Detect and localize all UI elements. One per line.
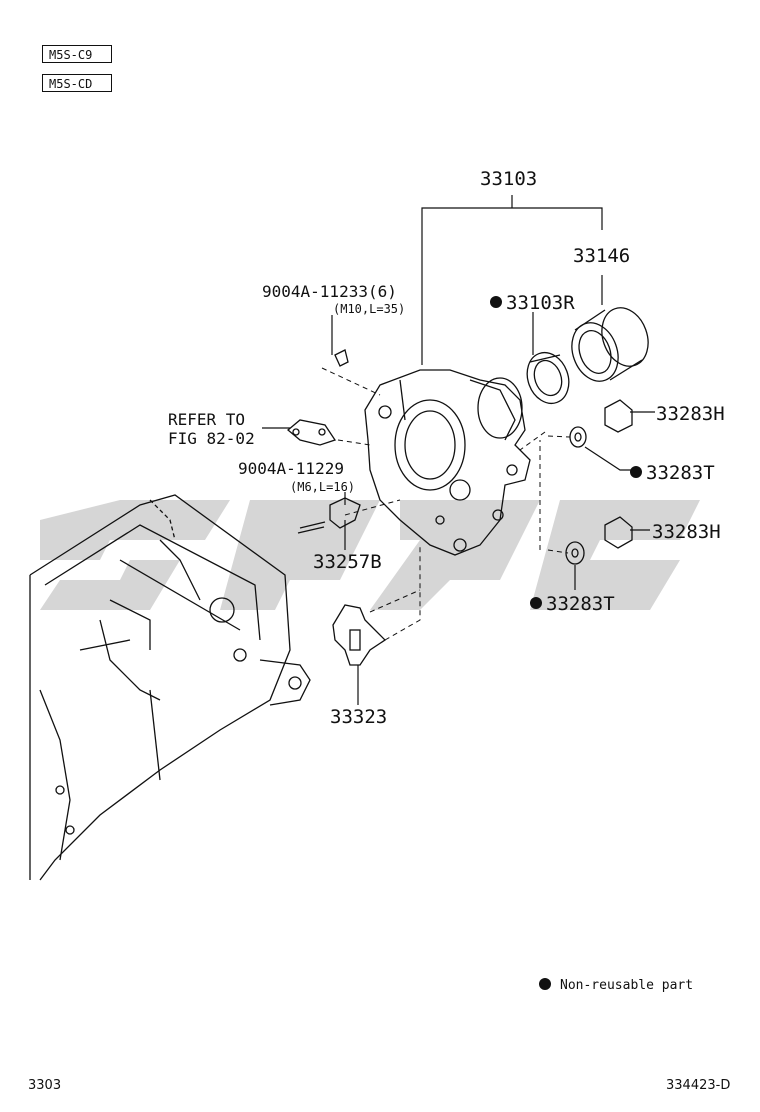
label-33103: 33103: [480, 168, 537, 190]
non-reusable-dot-33283t-b: [530, 597, 542, 609]
label-33146: 33146: [573, 245, 630, 267]
label-33103r: 33103R: [506, 292, 575, 314]
transmission-case: [29, 494, 311, 881]
legend-dot: [539, 978, 551, 990]
label-9004a-11233: 9004A-11233(6): [262, 282, 397, 301]
footer-left-code: 3303: [28, 1078, 62, 1093]
label-33257b: 33257B: [313, 551, 382, 573]
plug-gasket-set: [565, 399, 633, 565]
extension-housing: [364, 369, 531, 556]
model-code-2: M5S-CD: [42, 74, 112, 92]
guide-lines: [321, 367, 571, 641]
spec-9004a-11233: (M10,L=35): [333, 302, 405, 316]
label-9004a-11229: 9004A-11229: [238, 459, 344, 478]
label-33283h-a: 33283H: [656, 403, 725, 425]
refer-to-line1: REFER TO: [168, 410, 245, 429]
label-33283h-b: 33283H: [652, 521, 721, 543]
leader-lines: [262, 195, 655, 705]
label-33283t-a: 33283T: [646, 462, 715, 484]
spec-9004a-11229: (M6,L=16): [290, 480, 355, 494]
label-33323: 33323: [330, 706, 387, 728]
model-code-1: M5S-C9: [42, 45, 112, 63]
footer-right-code: 334423-D: [666, 1078, 731, 1093]
non-reusable-dot-33283t-a: [630, 466, 642, 478]
non-reusable-dot-33103r: [490, 296, 502, 308]
oil-seal-33103r: [526, 351, 570, 405]
legend-text: Non-reusable part: [560, 978, 693, 993]
dust-deflector-33146: [571, 307, 649, 382]
label-33283t-b: 33283T: [546, 593, 615, 615]
refer-to-line2: FIG 82-02: [168, 429, 255, 448]
